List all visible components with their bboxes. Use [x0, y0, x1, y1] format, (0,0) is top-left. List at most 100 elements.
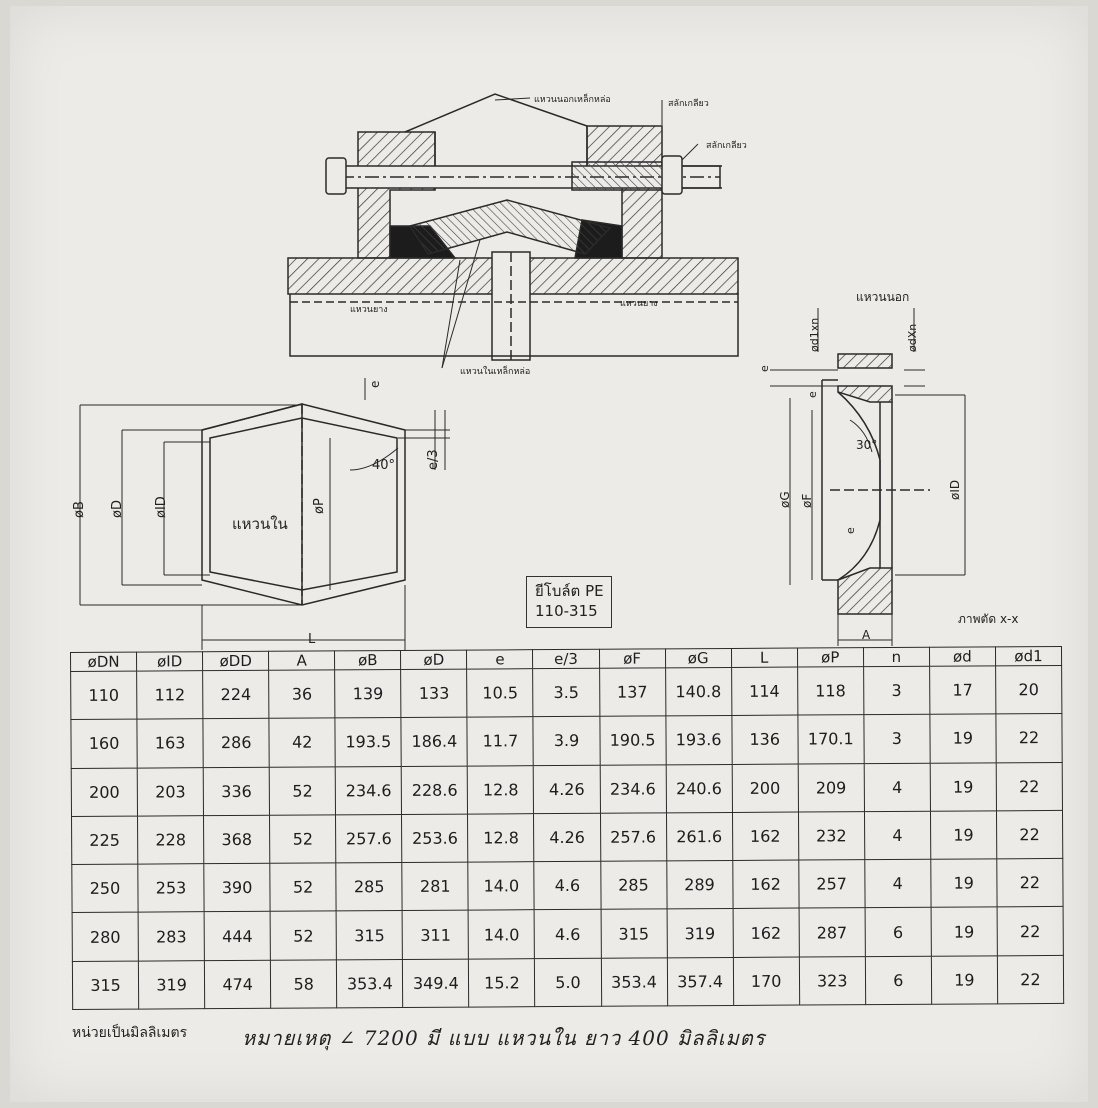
- table-cell: 232: [798, 811, 865, 861]
- table-cell: 253.6: [401, 813, 469, 863]
- dim-odxn: ødXn: [906, 323, 919, 352]
- table-cell: 114: [731, 667, 798, 716]
- table-cell: 228.6: [401, 765, 468, 815]
- table-cell: 315: [72, 960, 139, 1010]
- table-cell: 52: [270, 911, 337, 960]
- table-cell: 234.6: [335, 766, 402, 815]
- table-cell: 349.4: [402, 958, 470, 1008]
- table-cell: 19: [931, 955, 998, 1005]
- table-cell: 200: [731, 763, 799, 813]
- table-cell: 474: [204, 959, 271, 1009]
- table-cell: 285: [336, 862, 403, 912]
- table-cell: 240.6: [665, 764, 733, 813]
- table-cell: 280: [72, 912, 139, 962]
- dim-oID-right: øID: [948, 479, 962, 500]
- table-cell: 58: [270, 959, 337, 1009]
- header-cell: n: [863, 647, 930, 667]
- table-cell: 52: [269, 814, 337, 864]
- rubber-ring-section: [389, 199, 623, 259]
- header-cell: L: [731, 648, 798, 668]
- dim-e-side: e: [806, 391, 819, 398]
- table-cell: 3.5: [533, 668, 600, 717]
- header-cell: øDN: [70, 652, 137, 672]
- table-cell: 319: [138, 960, 205, 1010]
- table-cell: 52: [269, 766, 336, 816]
- table-cell: 15.2: [468, 958, 536, 1008]
- table-cell: 11.7: [467, 716, 534, 766]
- dim-A: A: [862, 628, 871, 642]
- table-cell: 186.4: [401, 717, 468, 767]
- table-cell: 22: [996, 810, 1063, 859]
- dim-e3: e/3: [426, 449, 441, 470]
- table-cell: 257: [798, 859, 865, 909]
- table-cell: 110: [70, 671, 137, 720]
- label-nut: สลักเกลียว: [706, 141, 747, 151]
- header-cell: øB: [334, 650, 401, 670]
- table-cell: 257.6: [599, 812, 667, 862]
- label-stud-bolt: สลักเกลียว: [668, 99, 709, 109]
- table-cell: 22: [997, 955, 1064, 1004]
- table-cell: 283: [138, 912, 205, 961]
- table-cell: 6: [864, 907, 932, 957]
- dim-e-small: e: [758, 365, 771, 372]
- table-cell: 170: [733, 956, 800, 1006]
- table-cell: 285: [600, 860, 667, 910]
- label-inner-cast-ring: แหวนในเหล็กหล่อ: [460, 367, 531, 377]
- table-cell: 315: [336, 910, 403, 960]
- table-cell: 163: [136, 718, 204, 768]
- table-cell: 133: [400, 669, 468, 718]
- table-cell: 225: [71, 815, 138, 865]
- table-cell: 118: [797, 666, 864, 716]
- table-cell: 261.6: [666, 812, 733, 861]
- table-cell: 336: [203, 766, 270, 816]
- table-cell: 22: [995, 713, 1063, 763]
- label-outer-ring: แหวนนอก: [856, 290, 910, 304]
- table-cell: 112: [136, 670, 204, 720]
- table-cell: 209: [797, 763, 865, 812]
- table-cell: 353.4: [600, 957, 668, 1007]
- table-cell: 4: [864, 811, 931, 860]
- assembly-leaders: [441, 97, 699, 369]
- dim-L: L: [308, 632, 316, 647]
- table-cell: 193.5: [335, 717, 402, 767]
- table-cell: 4.26: [533, 813, 601, 862]
- table-cell: 390: [203, 863, 271, 913]
- label-angle-40: 40°: [372, 458, 396, 473]
- table-cell: 14.0: [468, 861, 535, 911]
- header-cell: øP: [797, 647, 864, 668]
- table-cell: 257.6: [335, 814, 403, 864]
- header-cell: øID: [136, 651, 203, 672]
- unit-note: หน่วยเป็นมิลลิเมตร: [72, 1025, 188, 1041]
- table-cell: 289: [666, 860, 733, 910]
- dim-oB: øB: [72, 501, 87, 518]
- table-cell: 311: [402, 910, 469, 960]
- table-cell: 162: [732, 811, 799, 861]
- dim-oF: øF: [800, 493, 814, 508]
- table-cell: 17: [929, 665, 996, 715]
- table-cell: 3: [863, 714, 931, 764]
- table-cell: 357.4: [666, 957, 734, 1006]
- table-cell: 234.6: [599, 764, 667, 814]
- table-cell: 315: [600, 909, 667, 958]
- dimension-table: øDN øID øDD A øB øD e e/3 øF øG L øP n ø…: [70, 646, 1064, 1010]
- table-cell: 4.6: [534, 861, 601, 911]
- table-cell: 444: [204, 911, 271, 961]
- table-cell: 14.0: [468, 910, 535, 959]
- dim-od1xn: ød1xn: [808, 317, 821, 352]
- dim-e-inner: e: [844, 527, 857, 534]
- handwritten-note: หมายเหตุ ∠ 7200 มี แบบ แหวนใน ยาว 400 มิ…: [242, 1026, 766, 1050]
- table-cell: 250: [71, 864, 139, 913]
- header-cell: øG: [665, 648, 732, 668]
- table-cell: 4: [863, 762, 931, 812]
- table-cell: 12.8: [467, 813, 535, 863]
- label-rubber-ring-left: แหวนยาง: [350, 305, 388, 315]
- dim-oG: øG: [778, 491, 792, 508]
- header-cell: ød: [929, 646, 996, 667]
